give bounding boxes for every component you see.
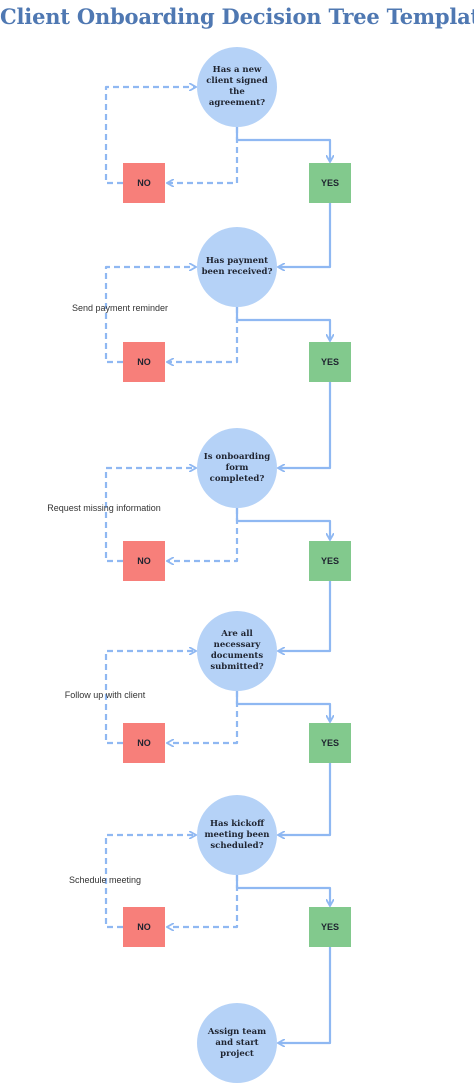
decision-text: Has kickoff meeting been scheduled? (204, 818, 270, 851)
yes-box[interactable]: YES (309, 163, 351, 203)
yes-to-next-connector (279, 763, 332, 835)
no-connector (168, 508, 239, 561)
no-box[interactable]: NO (123, 163, 165, 203)
no-connector (168, 307, 239, 362)
yes-box[interactable]: YES (309, 907, 351, 947)
loop-back-connector (104, 835, 195, 929)
loop-note: Send payment reminder (71, 303, 169, 313)
yes-connector (235, 508, 330, 539)
loop-note: Schedule meeting (68, 875, 142, 885)
yes-box[interactable]: YES (309, 723, 351, 763)
yes-to-next-connector (279, 947, 332, 1043)
final-step-node[interactable]: Assign team and start project (197, 1003, 277, 1083)
decision-node-kickoff[interactable]: Has kickoff meeting been scheduled? (197, 795, 277, 875)
no-label: NO (137, 178, 151, 188)
loop-note: Follow up with client (64, 690, 146, 700)
no-connector (168, 127, 239, 183)
yes-to-next-connector (279, 382, 332, 468)
page-title: Client Onboarding Decision Tree Template (0, 4, 474, 29)
decision-text: Are all necessary documents submitted? (210, 629, 264, 672)
no-box[interactable]: NO (123, 541, 165, 581)
no-label: NO (137, 922, 151, 932)
no-box[interactable]: NO (123, 342, 165, 382)
decision-node-onboarding-form[interactable]: Is onboarding form completed? (197, 428, 277, 508)
decision-text: Has a new client signed the agreement? (206, 65, 268, 108)
decision-text: Is onboarding form completed? (203, 451, 271, 484)
final-step-text: Assign team and start project (207, 1026, 267, 1059)
loop-back-connector (104, 87, 195, 185)
decision-node-agreement[interactable]: Has a new client signed the agreement? (197, 47, 277, 127)
yes-connector (235, 875, 330, 905)
yes-to-next-connector (279, 581, 332, 651)
loop-back-connector (104, 651, 195, 745)
yes-connector (235, 691, 330, 721)
yes-box[interactable]: YES (309, 342, 351, 382)
yes-label: YES (320, 556, 339, 566)
decision-node-documents[interactable]: Are all necessary documents submitted? (197, 611, 277, 691)
yes-label: YES (320, 178, 339, 188)
yes-label: YES (320, 922, 339, 932)
no-box[interactable]: NO (123, 723, 165, 763)
loop-back-connector (104, 468, 195, 563)
yes-box[interactable]: YES (309, 541, 351, 581)
yes-connector (235, 127, 330, 161)
no-connector (168, 691, 239, 743)
yes-label: YES (320, 357, 339, 367)
yes-to-next-connector (279, 203, 332, 267)
yes-label: YES (320, 738, 339, 748)
loop-note: Request missing information (47, 503, 161, 513)
no-label: NO (137, 738, 151, 748)
decision-node-payment[interactable]: Has payment been received? (197, 227, 277, 307)
no-box[interactable]: NO (123, 907, 165, 947)
decision-text: Has payment been received? (201, 256, 273, 277)
no-label: NO (137, 357, 151, 367)
no-label: NO (137, 556, 151, 566)
loop-back-connector (104, 267, 195, 364)
yes-connector (235, 307, 330, 340)
no-connector (168, 875, 239, 927)
